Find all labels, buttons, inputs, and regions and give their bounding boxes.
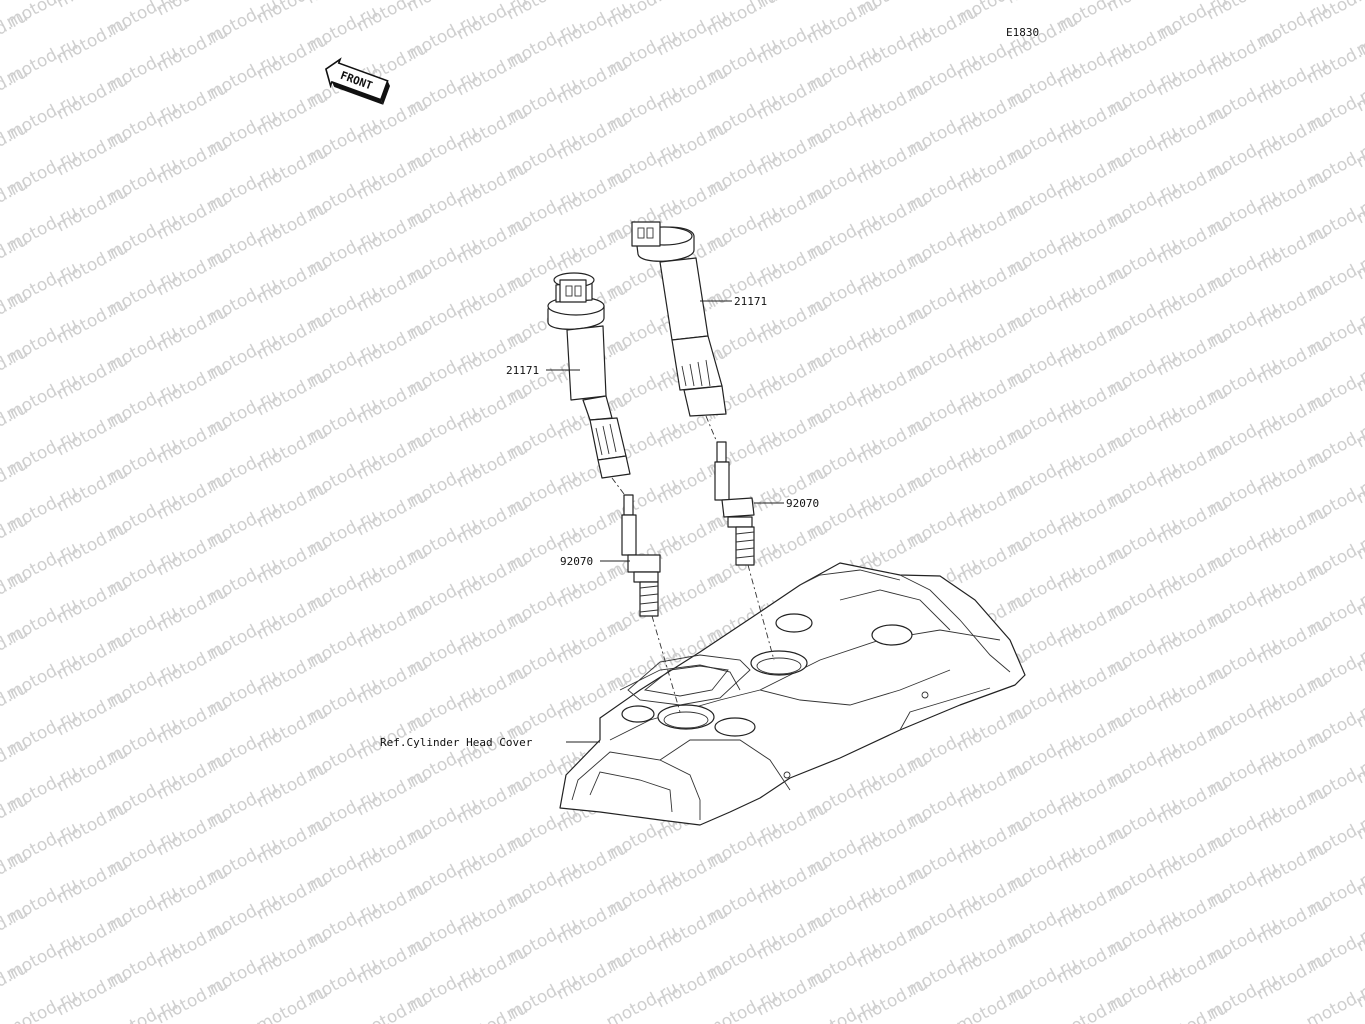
watermark-text: motod.ru bbox=[453, 998, 531, 1024]
front-arrow-icon: FRONT bbox=[325, 57, 391, 105]
label-ref-cover: Ref.Cylinder Head Cover bbox=[380, 736, 533, 749]
assembly-lines bbox=[611, 415, 775, 713]
watermark-text: motod.ru bbox=[953, 982, 1031, 1024]
label-coil-right: 21171 bbox=[734, 295, 767, 308]
watermark-text: motod.ru bbox=[1303, 978, 1365, 1024]
ignition-coil-left bbox=[547, 272, 631, 479]
watermark-text: motod.ru bbox=[353, 990, 431, 1024]
watermark-text: motod.ru bbox=[3, 986, 81, 1024]
watermark-text: motod.ru bbox=[703, 986, 781, 1024]
label-plug-left: 92070 bbox=[560, 555, 593, 568]
label-coil-left: 21171 bbox=[506, 364, 539, 377]
label-plug-right: 92070 bbox=[786, 497, 819, 510]
spark-plug-left bbox=[621, 494, 661, 617]
leader-lines bbox=[546, 300, 784, 743]
watermark-text: motod.ru bbox=[603, 978, 681, 1024]
watermark-text: motod.ru bbox=[1053, 990, 1131, 1024]
spark-plug-right bbox=[714, 441, 755, 566]
cylinder-head-cover bbox=[559, 562, 1026, 826]
ignition-coil-right bbox=[631, 221, 727, 417]
diagram-code: E1830 bbox=[1006, 26, 1039, 39]
watermark-text: motod.ru bbox=[253, 982, 331, 1024]
watermark-text: motod.ru bbox=[1003, 0, 1081, 8]
watermark-text: motod.ru bbox=[1153, 998, 1231, 1024]
